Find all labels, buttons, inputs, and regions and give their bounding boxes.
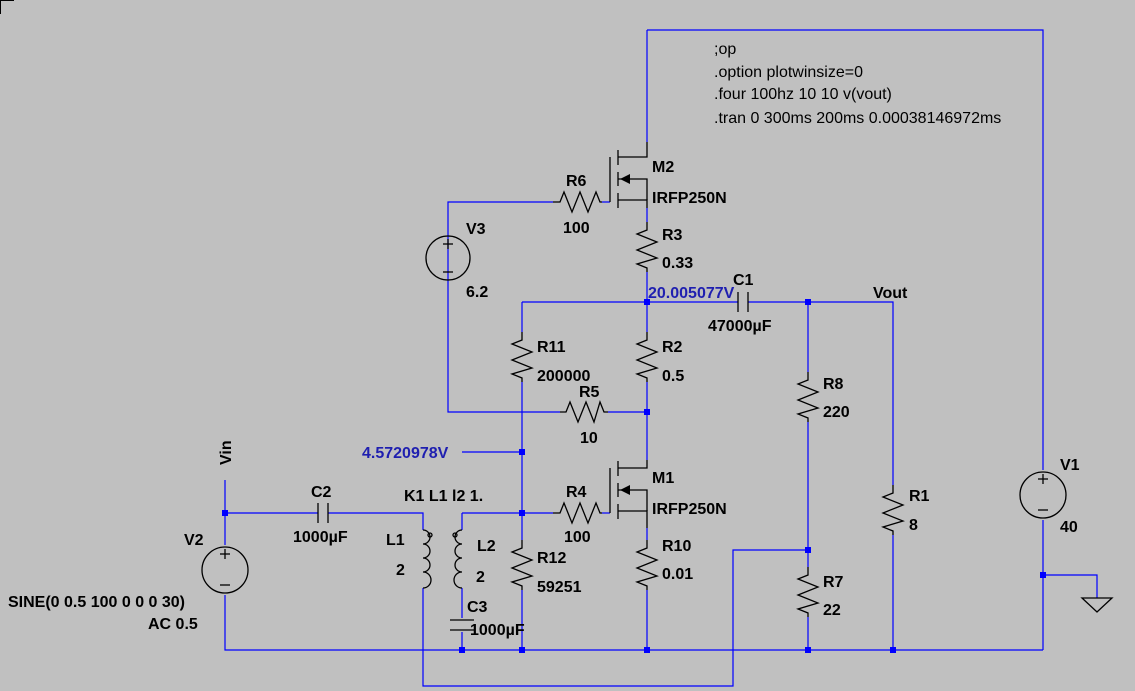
v1-ref-label: V1: [1060, 457, 1080, 474]
capacitor-c1-symbol[interactable]: [737, 292, 749, 312]
wire-v3-r5[interactable]: [447, 232, 560, 413]
junction-dot: [805, 299, 811, 305]
junction-dot: [805, 547, 811, 553]
r10-value-label: 0.01: [662, 566, 693, 583]
r2-ref-label: R2: [662, 339, 683, 356]
resistor-r11-symbol[interactable]: [510, 332, 534, 382]
v2-ref-label: V2: [184, 532, 204, 549]
wire-bottom-rail[interactable]: [224, 595, 1043, 651]
corner-mark: [0, 0, 14, 14]
r12-value-label: 59251: [537, 579, 582, 596]
r4-value-label: 100: [564, 529, 591, 546]
resistor-r2-symbol[interactable]: [635, 332, 659, 382]
directive-tran[interactable]: .tran 0 300ms 200ms 0.00038146972ms: [714, 110, 1001, 127]
k1-coupling-label: K1 L1 l2 1.: [404, 488, 483, 505]
r10-ref-label: R10: [662, 538, 691, 555]
r6-value-label: 100: [563, 220, 590, 237]
junction-dot: [890, 647, 896, 653]
r5-ref-label: R5: [579, 384, 600, 401]
wire-v3-r6[interactable]: [447, 201, 553, 232]
resistor-r4-symbol[interactable]: [553, 501, 602, 525]
junction-dot: [805, 647, 811, 653]
voltage-probe-gate-bias: 4.5720978V: [362, 445, 449, 462]
c2-ref-label: C2: [311, 484, 332, 501]
mosfet-m1-symbol[interactable]: [609, 460, 648, 528]
r1-ref-label: R1: [909, 488, 930, 505]
junction-dot: [519, 647, 525, 653]
junction-dot: [519, 449, 525, 455]
voltage-source-v2-symbol[interactable]: [201, 546, 249, 594]
c2-value-label: 1000µF: [293, 529, 348, 546]
resistor-r7-symbol[interactable]: [796, 567, 820, 617]
resistor-r5-symbol[interactable]: [560, 400, 608, 424]
voltage-source-v1-symbol[interactable]: [1019, 471, 1067, 519]
inductor-l1-symbol[interactable]: [422, 529, 433, 589]
junction-dots: [222, 299, 1046, 653]
v2-value-line2: AC 0.5: [148, 616, 198, 633]
directive-four[interactable]: .four 100hz 10 10 v(vout): [714, 86, 892, 103]
capacitor-c2-symbol[interactable]: [317, 503, 329, 523]
resistor-r6-symbol[interactable]: [553, 190, 602, 214]
r3-value-label: 0.33: [662, 255, 693, 272]
m2-ref-label: M2: [652, 159, 674, 176]
c1-value-label: 47000µF: [708, 318, 772, 335]
r7-ref-label: R7: [823, 574, 844, 591]
r4-ref-label: R4: [566, 484, 587, 501]
junction-dot: [459, 647, 465, 653]
wire-ground[interactable]: [1043, 574, 1098, 598]
r8-value-label: 220: [823, 404, 850, 421]
wires: [224, 29, 1098, 687]
c3-value-label: 1000µF: [470, 622, 525, 639]
v2-value-line1: SINE(0 0.5 100 0 0 0 30): [8, 594, 185, 611]
r11-value-label: 200000: [537, 368, 590, 385]
c3-ref-label: C3: [467, 599, 488, 616]
voltage-probe-high: 20.005077V: [648, 285, 735, 302]
r3-ref-label: R3: [662, 227, 683, 244]
r1-value-label: 8: [909, 517, 918, 534]
junction-dot: [644, 299, 650, 305]
l1-ref-label: L1: [386, 532, 405, 549]
resistor-r8-symbol[interactable]: [796, 372, 820, 422]
wire-vout[interactable]: [748, 301, 894, 485]
c1-ref-label: C1: [733, 272, 754, 289]
capacitor-c3-symbol[interactable]: [450, 619, 474, 631]
inductor-l2-symbol[interactable]: [452, 529, 463, 589]
junction-dot: [644, 647, 650, 653]
resistor-r12-symbol[interactable]: [510, 540, 534, 590]
v3-value-label: 6.2: [466, 284, 488, 301]
vout-net-label: Vout: [873, 285, 908, 302]
junction-dot: [644, 409, 650, 415]
v3-ref-label: V3: [466, 221, 486, 238]
r2-value-label: 0.5: [662, 368, 684, 385]
l1-value-label: 2: [396, 562, 405, 579]
junction-dot: [519, 510, 525, 516]
r11-ref-label: R11: [537, 339, 566, 356]
r8-ref-label: R8: [823, 376, 844, 393]
l2-value-label: 2: [476, 569, 485, 586]
m2-model-label: IRFP250N: [652, 190, 727, 207]
junction-dot: [222, 510, 228, 516]
directive-option[interactable]: .option plotwinsize=0: [714, 64, 863, 81]
v1-value-label: 40: [1060, 519, 1078, 536]
r7-value-label: 22: [823, 602, 841, 619]
resistor-r3-symbol[interactable]: [635, 222, 659, 272]
ground-symbol: [1080, 597, 1114, 613]
l2-ref-label: L2: [477, 538, 496, 555]
wire-c2-out[interactable]: [328, 512, 424, 530]
junction-dot: [1040, 572, 1046, 578]
r12-ref-label: R12: [537, 550, 566, 567]
directive-op[interactable]: ;op: [714, 41, 736, 58]
r6-ref-label: R6: [566, 173, 587, 190]
vin-net-label: Vin: [218, 440, 235, 465]
resistor-r1-symbol[interactable]: [881, 485, 905, 535]
mosfet-m2-symbol[interactable]: [609, 142, 648, 208]
r5-value-label: 10: [580, 430, 598, 447]
resistor-r10-symbol[interactable]: [635, 540, 659, 590]
m1-model-label: IRFP250N: [652, 501, 727, 518]
m1-ref-label: M1: [652, 470, 674, 487]
voltage-source-v3-symbol[interactable]: [425, 235, 471, 281]
wire-top-rail[interactable]: [647, 29, 1044, 470]
wire-l1-feedback[interactable]: [422, 549, 808, 687]
